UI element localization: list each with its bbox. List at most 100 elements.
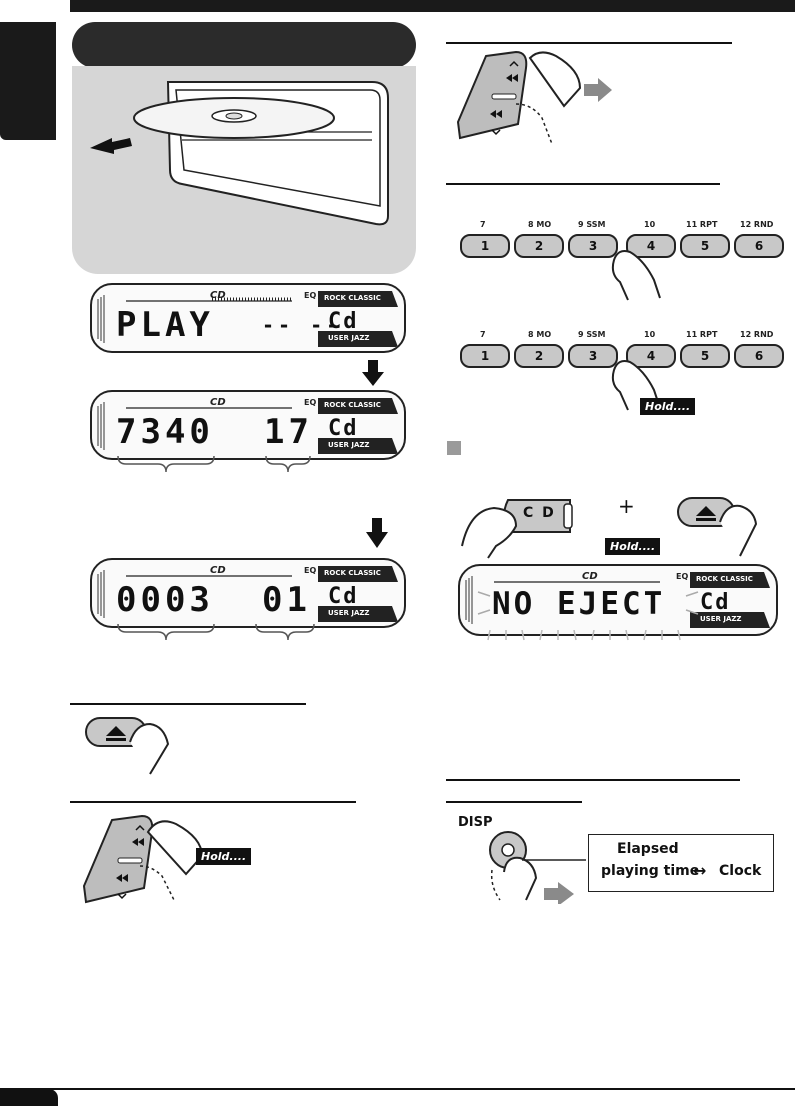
- insert-disc-illustration: [90, 81, 389, 226]
- preset-button-1[interactable]: 1: [460, 234, 510, 258]
- preset-button-5[interactable]: 5: [680, 344, 730, 368]
- preset-top-label: 9 SSM: [578, 220, 606, 229]
- finger-icon: [503, 856, 538, 901]
- finger-icon: [528, 51, 582, 108]
- disp-label: DISP: [458, 815, 493, 830]
- lcd-display-track: CD EQ ROCK CLASSIC USER JAZZ 7340 17 Cd: [90, 390, 406, 460]
- preset-button-5[interactable]: 5: [680, 234, 730, 258]
- preset-top-label: 8 MO: [528, 330, 552, 339]
- lcd-cd-label: CD: [210, 565, 226, 576]
- finger-icon: [461, 506, 518, 559]
- lcd-user-jazz-label: USER JAZZ: [328, 609, 370, 617]
- finger-icon: [146, 820, 204, 876]
- eject-button-illustration[interactable]: [670, 494, 770, 560]
- preset-top-label: 11 RPT: [686, 220, 718, 229]
- skip-control-illustration[interactable]: [456, 48, 616, 152]
- cd-button-illustration[interactable]: [460, 490, 580, 560]
- eject-button-illustration[interactable]: [84, 712, 194, 778]
- preset-button-3[interactable]: 3: [568, 234, 618, 258]
- preset-top-label: 12 RND: [740, 220, 774, 229]
- section-rule: [446, 183, 720, 185]
- preset-button-6[interactable]: 6: [734, 234, 784, 258]
- finger-icon: [719, 504, 758, 557]
- preset-button-2[interactable]: 2: [514, 234, 564, 258]
- preset-top-label: 9 SSM: [578, 330, 606, 339]
- lcd-main-text: PLAY: [116, 305, 214, 345]
- lcd-source-text: Cd: [700, 590, 731, 615]
- preset-top-label: 8 MO: [528, 220, 552, 229]
- plus-sign: +: [618, 494, 635, 518]
- lcd-brackets: [117, 455, 311, 473]
- toggle-arrow-icon: ↔: [693, 861, 707, 880]
- lcd-cd-label: CD: [210, 397, 226, 408]
- disp-button-illustration[interactable]: [486, 830, 586, 904]
- section-rule: [70, 801, 356, 803]
- eject-icon: [106, 726, 126, 736]
- next-track-icon: [506, 74, 518, 82]
- right-arrow-icon: [544, 882, 574, 904]
- lcd-right-text: 01: [262, 580, 311, 620]
- finger-icon: [129, 722, 170, 775]
- insert-arrow-icon: [90, 138, 132, 154]
- down-chevron-icon: [491, 129, 501, 136]
- preset-button-6[interactable]: 6: [734, 344, 784, 368]
- lcd-rock-classic-label: ROCK CLASSIC: [324, 294, 381, 302]
- up-chevron-icon: [509, 60, 519, 67]
- lcd-right-text: -- --: [262, 313, 343, 337]
- finger-icon: [611, 360, 661, 411]
- preset-button-1[interactable]: 1: [460, 344, 510, 368]
- elapsed-label-line1: Elapsed: [617, 841, 679, 857]
- section-title-pill: [72, 22, 416, 68]
- lcd-source-text: Cd: [328, 416, 359, 441]
- disp-mode-box: Elapsed playing time ↔ Clock: [588, 834, 774, 892]
- lcd-user-jazz-label: USER JAZZ: [328, 441, 370, 449]
- up-chevron-icon: [135, 824, 145, 831]
- elapsed-label-line2: playing time: [601, 863, 700, 879]
- insert-disc-panel: [72, 66, 416, 274]
- lcd-display-no-eject: CD EQ ROCK CLASSIC USER JAZZ NO EJECT Cd: [458, 564, 778, 636]
- lcd-right-text: 17: [264, 412, 313, 452]
- page-number-tab: [0, 1089, 58, 1106]
- language-side-tab: [0, 22, 56, 140]
- next-track-icon: [132, 838, 144, 846]
- preset-top-label: 7: [480, 220, 486, 229]
- preset-button-3[interactable]: 3: [568, 344, 618, 368]
- prev-track-icon: [490, 110, 502, 118]
- down-arrow-icon: [366, 518, 388, 548]
- section-rule: [446, 801, 582, 803]
- lcd-source-text: Cd: [328, 584, 359, 609]
- down-chevron-icon: [117, 893, 127, 900]
- preset-top-label: 10: [644, 220, 656, 229]
- eject-icon: [696, 506, 716, 516]
- lcd-display-elapsed: CD EQ ROCK CLASSIC USER JAZZ 0003 01 Cd: [90, 558, 406, 628]
- lcd-rock-classic-label: ROCK CLASSIC: [696, 575, 753, 583]
- lcd-source-text: Cd: [328, 309, 359, 334]
- blink-rays-bottom: [487, 630, 681, 641]
- lcd-segment-graphics: [97, 291, 398, 347]
- section-rule: [446, 779, 740, 781]
- lcd-user-jazz-label: USER JAZZ: [700, 615, 742, 623]
- lcd-eq-label: EQ: [304, 398, 317, 407]
- finger-icon: [611, 250, 661, 301]
- blink-rays: [477, 591, 699, 615]
- lcd-user-jazz-label: USER JAZZ: [328, 334, 370, 342]
- lcd-main-text: 7340: [116, 412, 214, 452]
- preset-button-2[interactable]: 2: [514, 344, 564, 368]
- right-arrow-icon: [584, 78, 612, 102]
- preset-top-label: 10: [644, 330, 656, 339]
- preset-top-label: 12 RND: [740, 330, 774, 339]
- lcd-main-text: NO EJECT: [492, 586, 666, 622]
- lcd-main-text: 0003: [116, 580, 214, 620]
- clock-label: Clock: [719, 863, 762, 879]
- lcd-cd-label: CD: [582, 571, 598, 582]
- hold-badge: Hold....: [196, 848, 252, 865]
- hold-badge: Hold....: [605, 538, 661, 555]
- lcd-brackets: [117, 623, 315, 641]
- lcd-display-play: CD EQ ROCK CLASSIC USER JAZZ PLAY -- -- …: [90, 283, 406, 353]
- section-rule: [446, 42, 732, 44]
- cd-button-label: C D: [523, 505, 556, 521]
- lcd-eq-label: EQ: [304, 291, 317, 300]
- lcd-rock-classic-label: ROCK CLASSIC: [324, 569, 381, 577]
- preset-top-label: 7: [480, 330, 486, 339]
- lcd-eq-label: EQ: [676, 572, 689, 581]
